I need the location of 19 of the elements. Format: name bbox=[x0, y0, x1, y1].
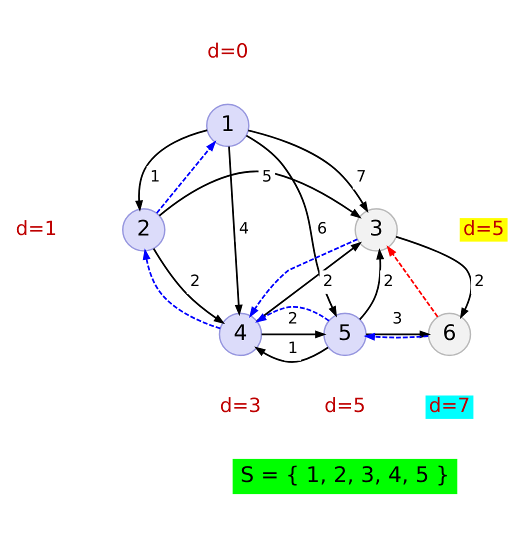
edge-label: 2 bbox=[288, 308, 298, 327]
node-label: d=7 bbox=[428, 394, 470, 417]
edge-label: 2 bbox=[384, 271, 394, 290]
node-label: d=1 bbox=[16, 216, 57, 240]
edge-label: 6 bbox=[317, 219, 328, 238]
edge-label: 5 bbox=[262, 166, 272, 185]
edge-label: 1 bbox=[288, 338, 298, 356]
node-label: d=5 bbox=[324, 394, 366, 417]
edge-label: 2 bbox=[474, 271, 484, 290]
node-label: d=0 bbox=[207, 39, 248, 62]
node-label: d=3 bbox=[220, 394, 262, 417]
edge-label: 2 bbox=[190, 271, 200, 290]
edge-label: 7 bbox=[356, 166, 366, 185]
edge-label: 4 bbox=[239, 219, 249, 238]
edge-label: 1 bbox=[150, 166, 160, 185]
edge-label: 2 bbox=[322, 271, 333, 290]
edge-label: 3 bbox=[392, 308, 402, 327]
label: S = { 1, 2, 3, 4, 5 } bbox=[240, 462, 450, 488]
node-label: d=5 bbox=[463, 216, 504, 240]
